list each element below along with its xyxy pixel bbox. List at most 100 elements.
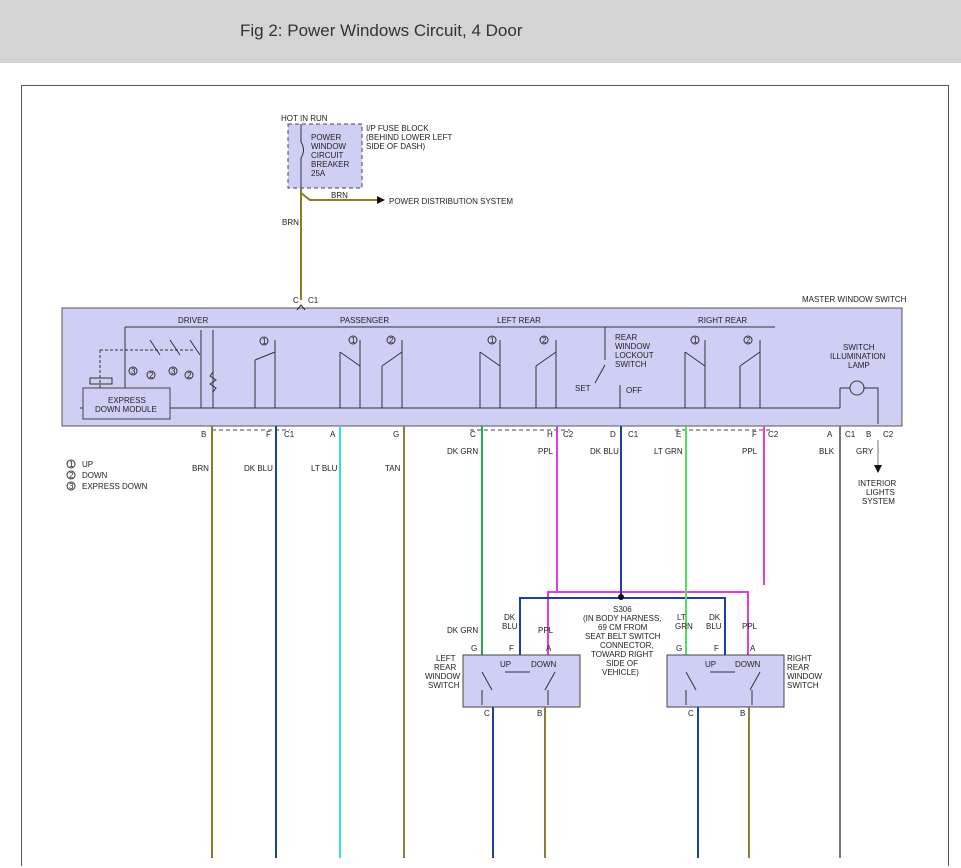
left-rear-pin: G: [471, 644, 477, 653]
fuse-name-3: CIRCUIT: [311, 151, 344, 160]
left-rear-pin: A: [546, 644, 552, 653]
legend-num: 1: [69, 460, 74, 469]
marker-down: 2: [149, 371, 154, 380]
marker-up: 1: [351, 336, 356, 345]
wire-label: TAN: [385, 464, 401, 473]
pin-labels: B F C1 A G C H C2 D C1 E F C2 A C1 B C2: [201, 430, 894, 439]
right-rear-label: WINDOW: [787, 672, 823, 681]
lockout-label-1: REAR: [615, 333, 637, 342]
left-rear-wire-a: PPL: [538, 626, 554, 635]
pin-label: G: [393, 430, 399, 439]
marker-up-circle: [259, 336, 269, 346]
wire-label: DK GRN: [447, 447, 478, 456]
right-rear-pin-bottom: B: [740, 709, 745, 718]
master-top-conn: C1: [308, 296, 319, 305]
legend-label-up: UP: [82, 460, 93, 469]
marker-express: 3: [131, 367, 136, 376]
circuit-breaker-symbol: [300, 124, 304, 188]
splice-line: SIDE OF: [606, 659, 638, 668]
fuse-block-label-1: I/P FUSE BLOCK: [366, 124, 429, 133]
lamp-label-3: LAMP: [848, 361, 870, 370]
pin-label: F: [752, 430, 757, 439]
pin-conn: C2: [768, 430, 779, 439]
right-rear-pin: G: [676, 644, 682, 653]
pin-label: A: [827, 430, 833, 439]
brn-side-label: BRN: [282, 218, 299, 227]
left-rear-contacts: [481, 671, 556, 705]
splice-line: CONNECTOR,: [600, 641, 654, 650]
pin-label: E: [676, 430, 681, 439]
left-rear-pin-bottom: B: [537, 709, 542, 718]
marker-down: 2: [746, 336, 751, 345]
pin-label: B: [201, 430, 206, 439]
fuse-block: [287, 123, 363, 189]
pin-conn: C1: [628, 430, 639, 439]
section-passenger: PASSENGER: [340, 316, 389, 325]
splice-line: TOWARD RIGHT: [591, 650, 653, 659]
left-rear-down: DOWN: [531, 660, 557, 669]
wire-label: LT GRN: [654, 447, 683, 456]
module-label-1: EXPRESS: [108, 396, 146, 405]
left-rear-pin: F: [509, 644, 514, 653]
splice-line: SEAT BELT SWITCH: [585, 632, 661, 641]
master-switch-panel: [61, 307, 903, 427]
module-label-2: DOWN MODULE: [95, 405, 157, 414]
legend: 1 UP 2 DOWN 3 EXPRESS DOWN: [66, 459, 148, 491]
switch-markers: 1 1 2 1 2 1 2 3 2 3 2: [128, 335, 753, 380]
brn-top-label: BRN: [331, 191, 348, 200]
diagram-frame: [21, 85, 949, 866]
right-rear-down: DOWN: [735, 660, 761, 669]
lamp-leads: [840, 387, 879, 424]
marker-up: 1: [490, 336, 495, 345]
wire-label: DK BLU: [590, 447, 619, 456]
left-rear-wire-f: DK: [504, 613, 516, 622]
wire-label: LT BLU: [311, 464, 338, 473]
fuse-block-label-3: SIDE OF DASH): [366, 142, 425, 151]
right-rear-switch-box: [666, 654, 785, 708]
wire-label: PPL: [742, 447, 758, 456]
lockout-label-4: SWITCH: [615, 360, 647, 369]
right-rear-label: SWITCH: [787, 681, 819, 690]
fuse-name-1: POWER: [311, 133, 341, 142]
splice-line: S306: [613, 605, 632, 614]
fuse-name-5: 25A: [311, 169, 326, 178]
legend-num: 3: [69, 482, 74, 491]
marker-down: 2: [389, 336, 394, 345]
wire-label: GRY: [856, 447, 874, 456]
fuse-block-label-2: (BEHIND LOWER LEFT: [366, 133, 452, 142]
splice-dot: [618, 594, 624, 600]
right-rear-label: REAR: [787, 663, 809, 672]
pin-label: B: [866, 430, 871, 439]
legend-up-circle: [66, 459, 76, 469]
marker-up-circle: [487, 335, 497, 345]
brn-feed-wire: [300, 188, 380, 300]
wire-label: BLK: [819, 447, 835, 456]
figure-title: Fig 2: Power Windows Circuit, 4 Door: [240, 21, 523, 40]
interior-label-2: LIGHTS: [866, 488, 895, 497]
pin-label: H: [547, 430, 553, 439]
splice-line: VEHICLE): [602, 668, 639, 677]
relay-coil-icon: [89, 377, 113, 385]
wire-label: PPL: [538, 447, 554, 456]
marker-down: 2: [187, 371, 192, 380]
wire-label: DK BLU: [244, 464, 273, 473]
right-rear-wire-a: PPL: [742, 622, 758, 631]
pin-label: D: [610, 430, 616, 439]
pin-conn: C1: [845, 430, 856, 439]
marker-up: 1: [262, 337, 267, 346]
right-rear-wire-f: BLU: [706, 622, 722, 631]
right-rear-wire-g: GRN: [675, 622, 693, 631]
right-rear-pin-bottom: C: [688, 709, 694, 718]
right-rear-wire-g: LT: [677, 613, 686, 622]
pin-conn: C2: [563, 430, 574, 439]
splice-line: 69 CM FROM: [598, 623, 648, 632]
lamp-label-1: SWITCH: [843, 343, 875, 352]
right-rear-label: RIGHT: [787, 654, 812, 663]
right-rear-wire-f: DK: [709, 613, 721, 622]
marker-down-circle: [386, 335, 396, 345]
marker-express-circle: [128, 366, 138, 376]
pin-conn: C2: [883, 430, 894, 439]
lamp-label-2: ILLUMINATION: [830, 352, 886, 361]
interior-label-3: SYSTEM: [862, 497, 895, 506]
master-top-pin: C: [293, 296, 299, 305]
